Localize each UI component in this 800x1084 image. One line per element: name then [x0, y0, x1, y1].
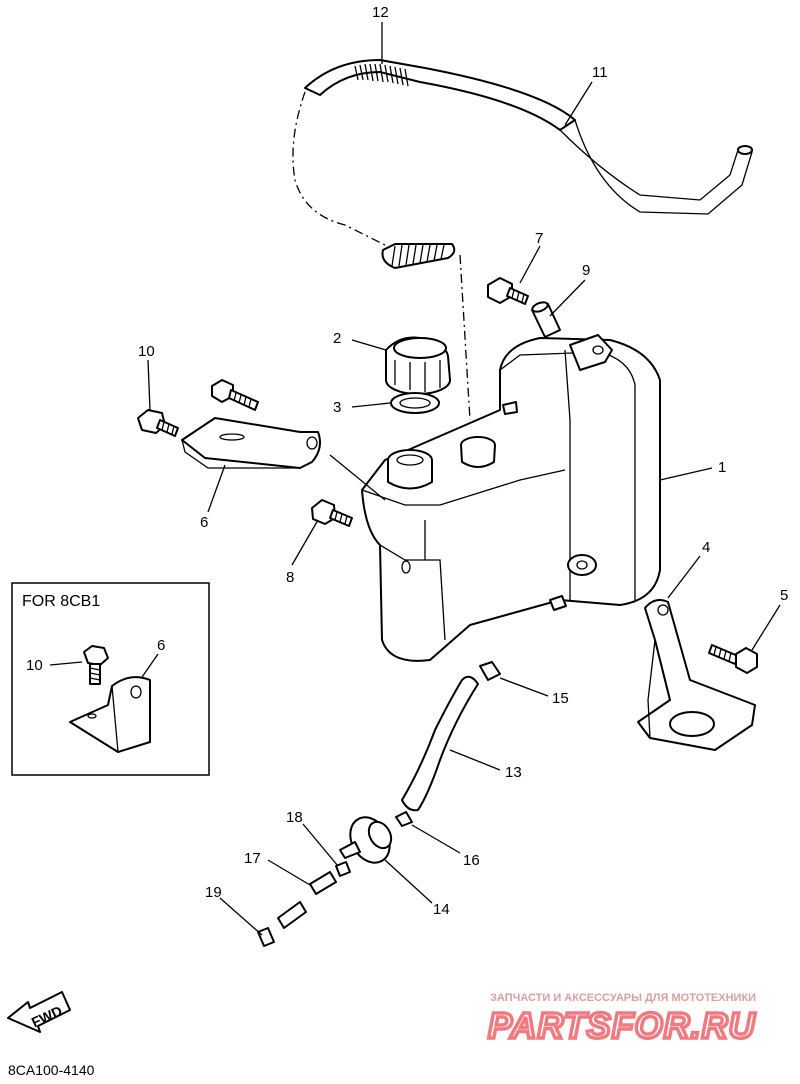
callout-19: 19	[205, 884, 222, 901]
bolt-5	[708, 644, 758, 674]
callout-10: 10	[138, 343, 155, 360]
cap-19	[257, 927, 275, 947]
callout-5: 5	[780, 587, 788, 604]
callout-8: 8	[286, 569, 294, 586]
bracket-4	[637, 599, 756, 751]
callout-4: 4	[702, 539, 710, 556]
bolt-10	[137, 409, 179, 437]
callout-7: 7	[535, 230, 543, 247]
hose-11	[304, 59, 753, 215]
leader-lines	[147, 22, 781, 936]
spring-clamp-lower	[381, 243, 456, 269]
spring-clamp-12	[354, 63, 409, 87]
watermark-brand: PARTSFOR.RU	[488, 1005, 756, 1046]
callout-14: 14	[433, 901, 450, 918]
callout-13: 13	[505, 764, 522, 781]
callout-12: 12	[372, 4, 389, 21]
cap-2	[385, 336, 451, 395]
inset-title: FOR 8CB1	[22, 593, 100, 610]
watermark-tagline: ЗАПЧАСТИ И АКСЕССУАРЫ ДЛЯ МОТОТЕХНИКИ	[490, 992, 756, 1004]
valve-14	[339, 816, 393, 864]
inset-bolt-10	[83, 645, 109, 685]
tank-1	[361, 334, 661, 662]
hose-13	[401, 675, 479, 812]
inset-callout-10: 10	[26, 657, 43, 674]
bracket-6	[181, 417, 321, 469]
figure-code: 8CA100-4140	[8, 1062, 95, 1078]
clip-18	[335, 861, 351, 877]
callout-2: 2	[333, 330, 341, 347]
inset-bracket-6	[69, 676, 151, 753]
bolt-8	[311, 499, 353, 527]
callout-15: 15	[552, 690, 569, 707]
callout-11: 11	[592, 64, 608, 81]
clip-16	[395, 811, 413, 827]
callout-17: 17	[244, 850, 261, 867]
callout-9: 9	[582, 262, 590, 279]
pipe-17	[277, 871, 337, 929]
inset-for-8cb1: FOR 8CB1 10 6	[11, 582, 210, 776]
fwd-arrow: FWD	[7, 991, 71, 1033]
callout-3: 3	[333, 399, 341, 416]
callout-6: 6	[200, 514, 208, 531]
watermark: ЗАПЧАСТИ И АКСЕССУАРЫ ДЛЯ МОТОТЕХНИКИ PA…	[486, 992, 756, 1048]
gasket-3	[390, 392, 440, 414]
collar-9	[531, 301, 561, 338]
callout-1: 1	[718, 459, 726, 476]
clip-15	[479, 661, 501, 681]
inset-callout-6: 6	[157, 637, 165, 654]
hose-route-line	[292, 91, 386, 246]
callout-18: 18	[286, 809, 303, 826]
callout-16: 16	[463, 852, 480, 869]
routing-line-vertical	[459, 254, 471, 421]
bolt-7	[487, 277, 529, 305]
callout-labels: 12 11 7 9 2 10 3 1 6 4 8 5 15 13 18 16 1…	[138, 4, 788, 918]
bolt-upper-left	[211, 379, 259, 411]
